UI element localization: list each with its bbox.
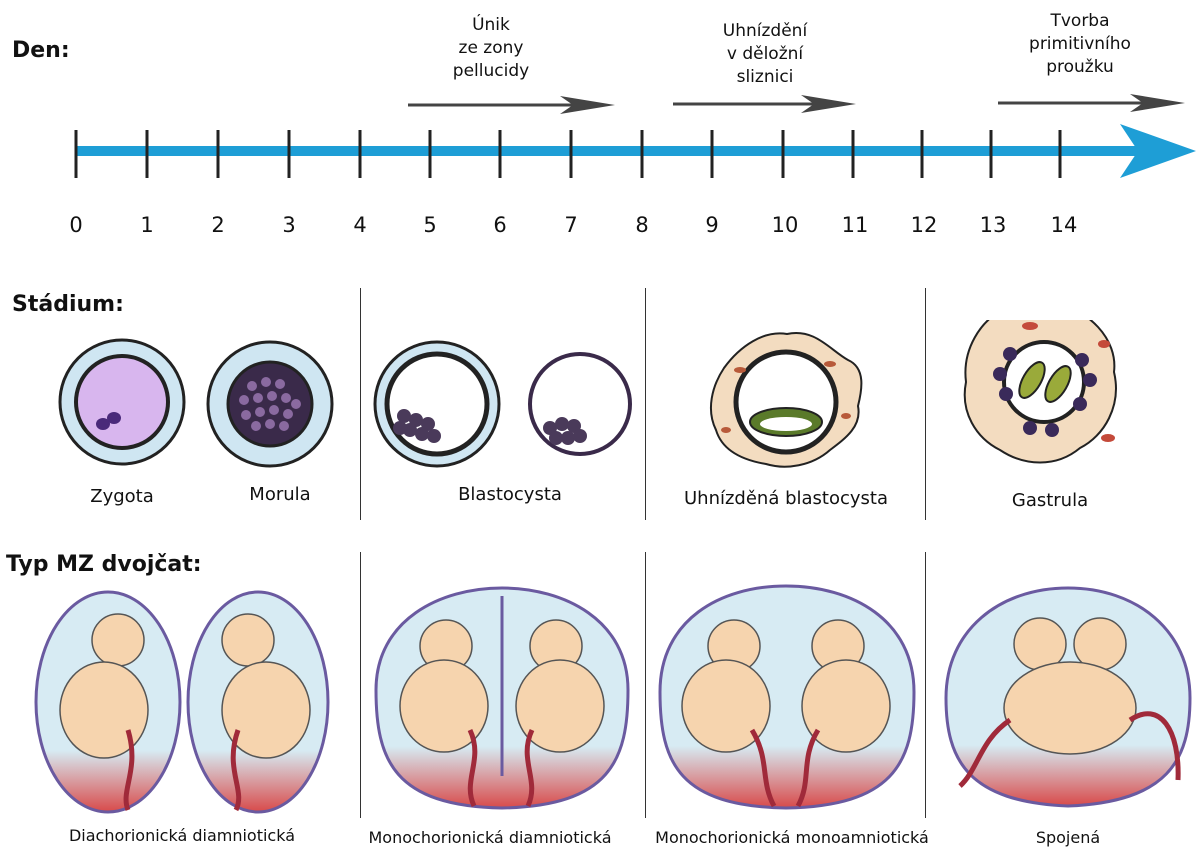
day-label: 0	[69, 213, 82, 237]
stage-blastocysta-label: Blastocysta	[458, 484, 562, 505]
implanted-blastocyst-illustration	[711, 333, 861, 467]
monochorionic-diamniotic-illustration	[376, 588, 628, 808]
event-line: v děložní	[700, 43, 830, 66]
zygote-illustration	[60, 340, 184, 464]
day-label: 6	[493, 213, 506, 237]
gastrula-illustration	[965, 320, 1116, 463]
day-label: 9	[705, 213, 718, 237]
day-label: 14	[1051, 213, 1078, 237]
day-label: 3	[282, 213, 295, 237]
event-line: proužku	[1010, 56, 1150, 79]
stage-zygota-label: Zygota	[90, 486, 154, 507]
day-label: 12	[911, 213, 938, 237]
event-primitive-streak: Tvorba primitivního proužku	[1010, 10, 1150, 79]
event-line: Uhnízdění	[700, 20, 830, 43]
event-line: primitivního	[1010, 33, 1150, 56]
blastocyst-in-zona-illustration	[375, 342, 499, 466]
event-line: sliznici	[700, 66, 830, 89]
event-arrow-3	[998, 94, 1185, 112]
dichorionic-diamniotic-illustration	[36, 592, 328, 812]
event-line: ze zony	[426, 37, 556, 60]
day-label: 8	[635, 213, 648, 237]
day-label: 4	[353, 213, 366, 237]
day-label: 11	[842, 213, 869, 237]
event-escape-zona: Únik ze zony pellucidy	[426, 14, 556, 83]
twin-type-label: Monochorionická diamniotická	[369, 828, 612, 847]
event-line: Únik	[426, 14, 556, 37]
twin-type-label: Monochorionická monoamniotická	[655, 828, 929, 847]
twin-type-label: Spojená	[1036, 828, 1100, 847]
event-arrow-2	[673, 95, 856, 113]
day-label: 10	[772, 213, 799, 237]
event-line: Tvorba	[1010, 10, 1150, 33]
morula-illustration	[208, 342, 332, 466]
twin-type-label: Diachorionická diamniotická	[69, 826, 295, 845]
day-label: 13	[980, 213, 1007, 237]
day-label: 2	[211, 213, 224, 237]
stage-illustrations	[0, 320, 1198, 480]
hatched-blastocyst-illustration	[530, 354, 630, 454]
event-line: pellucidy	[426, 60, 556, 83]
stage-heading: Stádium:	[12, 292, 124, 317]
stage-morula-label: Morula	[249, 484, 310, 505]
conjoined-illustration	[946, 588, 1190, 806]
monochorionic-monoamniotic-illustration	[660, 586, 914, 808]
twins-heading: Typ MZ dvojčat:	[6, 552, 202, 577]
day-label: 7	[564, 213, 577, 237]
twin-illustrations	[0, 580, 1198, 820]
event-arrow-1	[408, 96, 615, 114]
day-label: 1	[140, 213, 153, 237]
stage-gastrula-label: Gastrula	[1012, 490, 1088, 511]
event-implantation: Uhnízdění v děložní sliznici	[700, 20, 830, 89]
stage-implanted-label: Uhnízděná blastocysta	[684, 488, 888, 509]
day-label: 5	[423, 213, 436, 237]
